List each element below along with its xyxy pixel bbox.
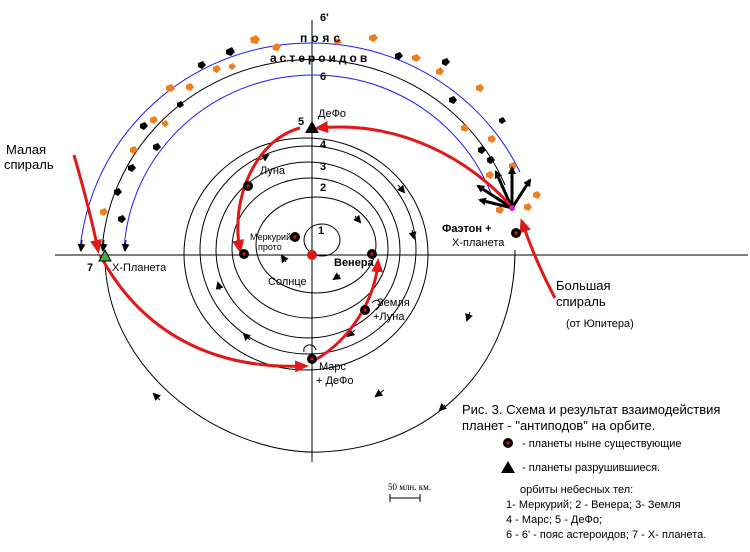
planet-mars [307, 354, 317, 364]
orbit-arrows [152, 153, 473, 412]
legend-existing-text: - планеты ныне существующие [522, 438, 682, 450]
label-orbit-6: 6 [320, 71, 326, 83]
scale-bar: 50 млн. км. [388, 482, 431, 502]
phaeton-explosion [476, 166, 532, 210]
planet-venus [367, 249, 377, 259]
planets [98, 121, 521, 364]
caption-line1: Рис. 3. Схема и результат взаимодействия [462, 402, 720, 417]
label-big-spiral-1: Большая [556, 278, 611, 293]
label-big-spiral-2: спираль [556, 294, 606, 309]
big-spiral-path [314, 121, 512, 206]
orbit-earth [231, 177, 389, 319]
orbits-info-line3: 6 - 6' - пояс астероидов; 7 - Х- планета… [506, 529, 706, 541]
belt-inner-blue [123, 74, 493, 251]
label-sun: Солнце [268, 276, 307, 288]
belt-arrows [77, 239, 130, 252]
asteroid-belt [79, 42, 521, 251]
belt-middle [101, 59, 506, 251]
label-proto: прото [258, 242, 282, 252]
label-orbit-2: 2 [320, 182, 326, 194]
inner-orbits [104, 137, 516, 453]
legend-existing-icon [503, 438, 513, 448]
label-small-spiral-1: Малая [6, 142, 46, 157]
orbit-x1 [183, 137, 429, 371]
small-spiral-inner [314, 258, 384, 362]
orbits-info-line1: 1- Меркурий; 2 - Венера; 3- Земля [506, 499, 681, 511]
label-phaeton: Фаэтон + [442, 223, 492, 235]
label-orbit-3: 3 [320, 161, 326, 173]
planet-phaeton-impact [509, 205, 515, 211]
orbit-mars [215, 161, 401, 339]
planet-moon [243, 181, 253, 191]
caption-line2: планет - "антиподов" на орбите. [462, 418, 655, 433]
planet-x-triangle [98, 248, 112, 262]
small-spiral-entry [72, 154, 102, 254]
red-spirals [72, 121, 557, 373]
orbit-7 [104, 249, 516, 453]
orbit-venus [255, 196, 377, 294]
planet-proto [239, 249, 249, 259]
belt-label-word2: астероидов [270, 51, 370, 65]
moon-loops [303, 299, 381, 353]
asteroids [100, 34, 541, 223]
label-moon: Луна [260, 165, 286, 177]
label-mars-defo: + ДеФо [316, 375, 354, 387]
legend-destroyed-text: - планеты разрушившиеся. [522, 462, 660, 474]
orbits-info: орбиты небесных тел: 1- Меркурий; 2 - Ве… [506, 484, 706, 541]
big-spiral-inner [232, 126, 301, 254]
planet-mercury [290, 232, 300, 242]
label-orbit-7: 7 [87, 262, 93, 274]
label-x-planet: X-Планета [112, 262, 167, 274]
belt-outer-blue [79, 42, 521, 251]
belt-label-word1: пояс [300, 31, 344, 45]
label-from-jupiter: (от Юпитера) [566, 318, 634, 330]
small-spiral-path [98, 254, 309, 373]
scale-label: 50 млн. км. [388, 482, 431, 492]
label-small-spiral-2: спираль [4, 157, 54, 172]
legend: - планеты ныне существующие - планеты ра… [501, 438, 682, 474]
caption: Рис. 3. Схема и результат взаимодействия… [462, 402, 720, 433]
orbits-info-line2: 4 - Марс; 5 - ДеФо; [506, 514, 602, 526]
orbit-defo [199, 145, 417, 355]
label-earth-moon: +Луна [373, 311, 405, 323]
label-mars: Марс [319, 361, 347, 373]
legend-destroyed-icon [501, 461, 515, 473]
orbit-mercury [303, 223, 341, 257]
planet-phaeton [511, 228, 521, 238]
label-defo: ДеФо [318, 108, 346, 120]
label-mercury: Меркурий [250, 232, 291, 242]
label-venus: Венера [334, 257, 375, 269]
planet-defo-triangle [305, 121, 319, 133]
label-orbit-1: 1 [318, 225, 324, 237]
label-phaeton-x: X-планета [452, 237, 505, 249]
sun-dot [307, 250, 317, 260]
labels: 6' 6 5 4 3 2 1 7 пояс астероидов ДеФо Лу… [4, 12, 634, 387]
planet-earth [360, 305, 370, 315]
big-spiral-entry [519, 218, 557, 299]
label-orbit-4: 4 [320, 139, 327, 151]
orbits-info-title: орбиты небесных тел: [520, 484, 633, 496]
label-orbit-5: 5 [298, 116, 304, 128]
label-earth: Земля [377, 297, 410, 309]
label-orbit-6prime: 6' [320, 12, 329, 24]
